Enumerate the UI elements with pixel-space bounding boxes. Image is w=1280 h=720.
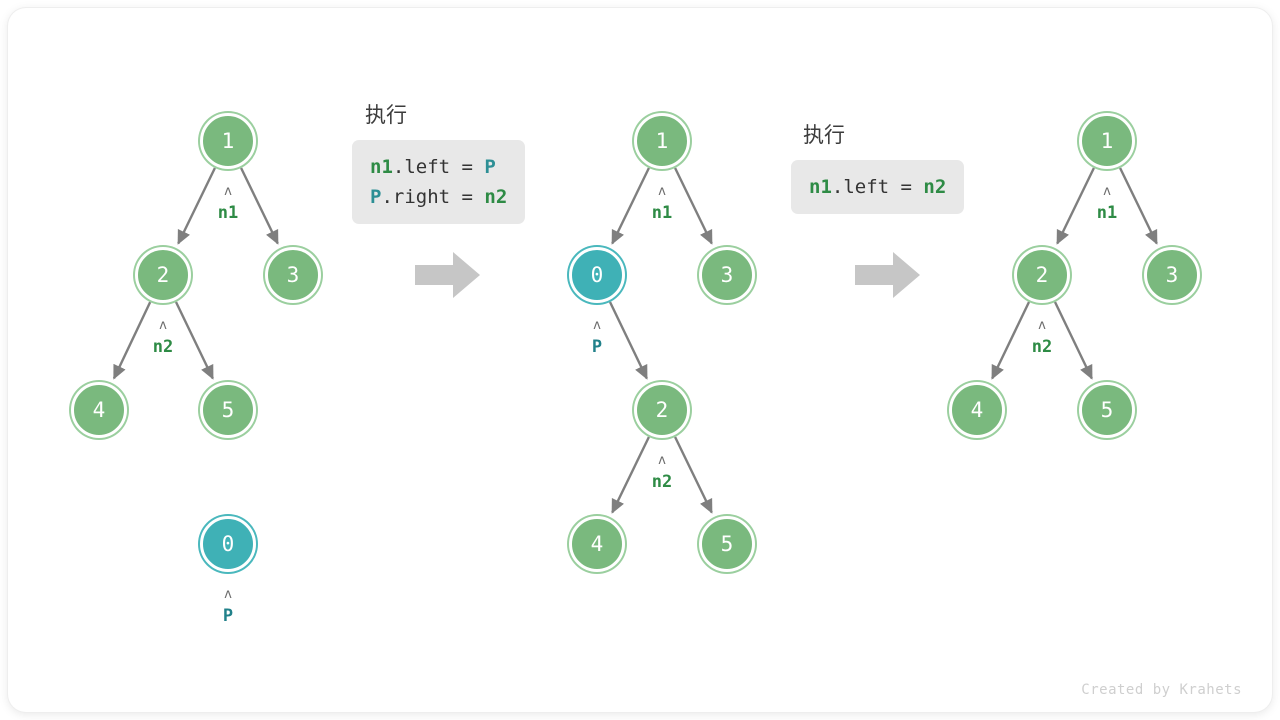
pointer-label-n2: ʌ n2 [133, 318, 193, 357]
pointer-label-n2: ʌ n2 [1012, 318, 1072, 357]
pointer-caret-icon: ʌ [593, 318, 601, 333]
transition-arrow-1 [415, 252, 480, 298]
tree-node-5: 5 [699, 516, 755, 572]
watermark-credit: Created by Krahets [1081, 682, 1242, 698]
tree-edge-1-3 [240, 167, 279, 245]
pointer-name: P [222, 606, 234, 626]
pointer-caret-icon: ʌ [159, 318, 167, 333]
code-token: n2 [484, 186, 508, 208]
tree-edge-2-4 [611, 436, 650, 514]
code-line: P.right = n2 [370, 182, 507, 212]
code-token: P [370, 186, 382, 208]
pointer-name: n2 [1031, 337, 1053, 357]
tree-node-3: 3 [265, 247, 321, 303]
tree-edge-1-2 [177, 167, 216, 245]
tree-edge-2-5 [674, 436, 713, 514]
code-token: n1 [809, 176, 832, 198]
pointer-caret-icon: ʌ [658, 453, 666, 468]
pointer-name: n1 [651, 203, 673, 223]
step3-caption: 执行 [803, 124, 845, 147]
code-line: n1.left = n2 [809, 172, 946, 202]
pointer-label-n1: ʌ n1 [632, 184, 692, 223]
pointer-label-n2: ʌ n2 [632, 453, 692, 492]
tree-edge-1-0 [611, 167, 650, 245]
tree-edge-2-4 [991, 301, 1031, 380]
pointer-caret-icon: ʌ [1038, 318, 1046, 333]
tree-node-3: 3 [1144, 247, 1200, 303]
tree-node-2: 2 [1014, 247, 1070, 303]
tree-node-0: 0 [200, 516, 256, 572]
code-token: .left = [831, 176, 924, 198]
tree-edge-1-2 [1056, 167, 1095, 245]
code-token: .right = [381, 186, 485, 208]
tree-node-2: 2 [135, 247, 191, 303]
tree-node-2: 2 [634, 382, 690, 438]
tree-node-5: 5 [1079, 382, 1135, 438]
tree-edge-1-3 [1119, 167, 1158, 245]
pointer-label-n1: ʌ n1 [198, 184, 258, 223]
tree-edge-0-2 [608, 301, 648, 380]
code-token: P [484, 156, 496, 178]
tree-node-4: 4 [71, 382, 127, 438]
pointer-name: n1 [1096, 203, 1118, 223]
code-token: .left = [392, 156, 485, 178]
tree-edge-2-4 [112, 301, 152, 380]
tree-edge-1-3 [674, 167, 713, 245]
pointer-caret-icon: ʌ [224, 184, 232, 199]
pointer-name: P [591, 337, 603, 357]
pointer-caret-icon: ʌ [224, 587, 232, 602]
pointer-name: n2 [651, 472, 673, 492]
code-token: n2 [923, 176, 947, 198]
tree-node-5: 5 [200, 382, 256, 438]
tree-edge-2-5 [174, 301, 214, 380]
tree-node-1: 1 [200, 113, 256, 169]
tree-node-0: 0 [569, 247, 625, 303]
code-block-step3: n1.left = n2 [791, 160, 965, 214]
transition-arrow-2 [855, 252, 920, 298]
tree-node-4: 4 [569, 516, 625, 572]
tree-node-4: 4 [949, 382, 1005, 438]
tree-edge-2-5 [1053, 301, 1093, 380]
step2-caption: 执行 [365, 104, 407, 127]
code-token: n1 [370, 156, 393, 178]
pointer-caret-icon: ʌ [658, 184, 666, 199]
pointer-name: n2 [152, 337, 174, 357]
pointer-label-n1: ʌ n1 [1077, 184, 1137, 223]
pointer-name: n1 [217, 203, 239, 223]
tree-node-3: 3 [699, 247, 755, 303]
code-line: n1.left = P [370, 152, 507, 182]
pointer-caret-icon: ʌ [1103, 184, 1111, 199]
tree-node-1: 1 [1079, 113, 1135, 169]
tree-node-1: 1 [634, 113, 690, 169]
